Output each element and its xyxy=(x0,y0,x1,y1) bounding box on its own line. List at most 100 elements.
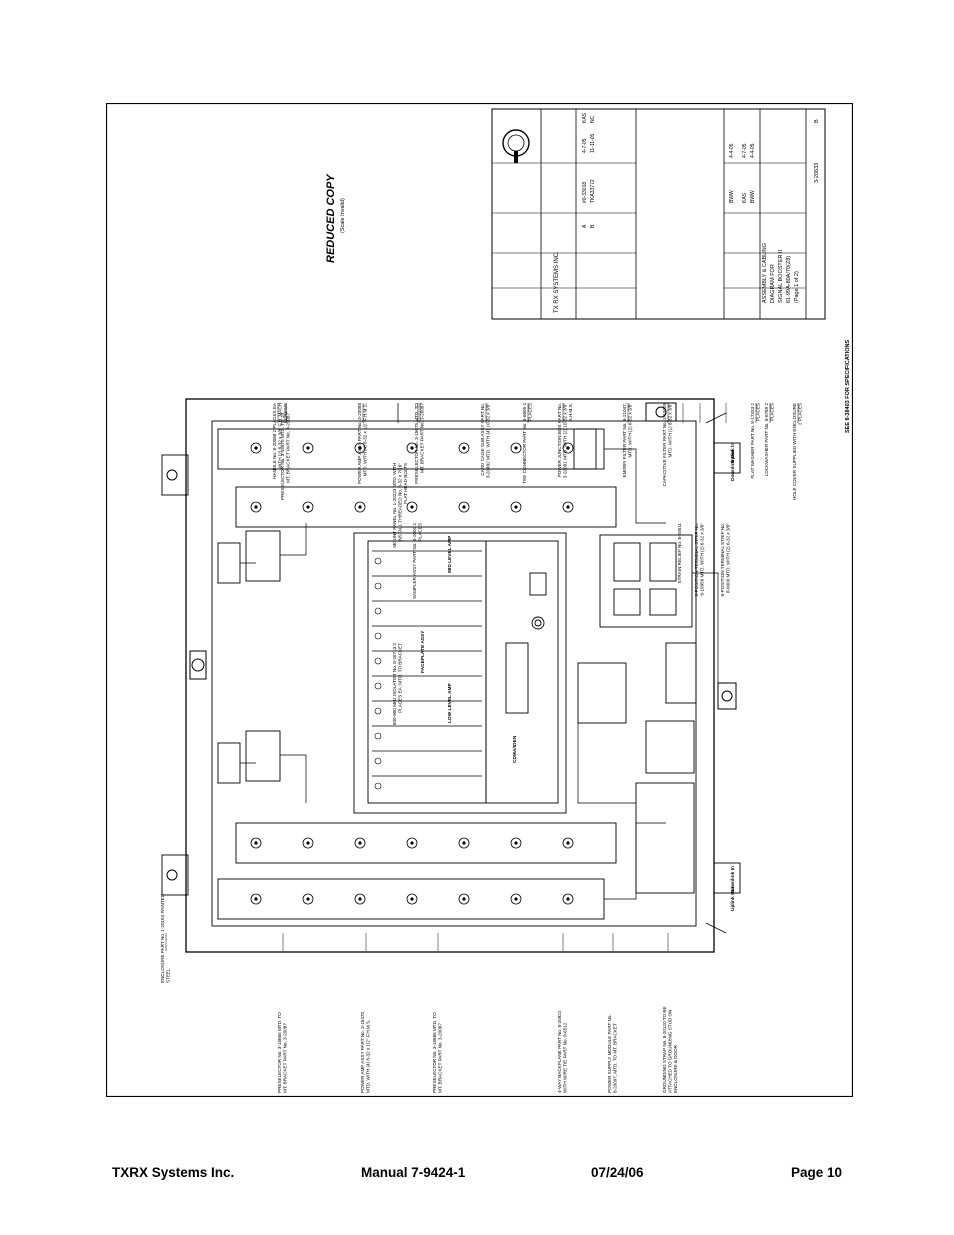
date-3: 4-4-05 xyxy=(750,143,756,158)
callout-text: MTD. WITH (1) 8-32 x 3/8" xyxy=(668,403,673,458)
callout-text: 8-POSITION TERMINAL STRIP No. xyxy=(720,523,725,596)
card-slot-screw xyxy=(374,607,382,615)
screw-head xyxy=(250,442,262,454)
screw-head xyxy=(510,893,522,905)
title-line-3: SIGNAL BOOSTER II xyxy=(778,250,784,303)
footer-manual-number: Manual 7-9424-1 xyxy=(361,1165,466,1180)
screw-center xyxy=(410,505,414,509)
title-line-2: DIAGRAM FOR xyxy=(770,264,776,303)
screw-head xyxy=(354,442,366,454)
callout-text: MT. BRACKET PART No. 3-20087 xyxy=(286,413,291,483)
revision-b-by: NC xyxy=(590,115,596,123)
screw-head xyxy=(354,501,366,513)
screw-center xyxy=(358,897,362,901)
screw-head xyxy=(562,837,574,849)
screw-center xyxy=(358,446,362,450)
screw-center xyxy=(514,505,518,509)
callout-text: ENCLOSURE & DOOR xyxy=(673,1044,678,1093)
title-line-5: (Page 1 of 2) xyxy=(794,271,800,303)
screw-head xyxy=(406,501,418,513)
callout-text: MOUNT PANEL No. 1-20223 MTD. WITH xyxy=(392,463,397,548)
screw-head xyxy=(562,501,574,513)
callout-text: 4-WAY BACKPLANE PART No. 8-20922 xyxy=(557,1010,562,1093)
callout-text: MTD. WITH (2) 6-32 x 3/8" xyxy=(628,403,633,458)
revision-a-date: 4-7-05 xyxy=(582,138,588,153)
checked-by: BWW xyxy=(750,190,756,203)
screw-center xyxy=(410,897,414,901)
callout-text: 3-20081 MTD. WITH (2) 10-32 x 3/8" xyxy=(563,403,568,479)
callout-text: FLAT WASHER PART No. 8-17433 2 xyxy=(750,403,755,479)
callout-text: PLACES xyxy=(770,403,775,421)
callout-text: PLACES xyxy=(528,403,533,421)
callout-text: 8-9000 MTD. WITH (2) 6-32 x 3/8" xyxy=(726,523,731,593)
card-slots xyxy=(372,550,482,790)
screw-head xyxy=(510,501,522,513)
callout-text: MT. BRACKET PART No. 3-20087 xyxy=(438,1023,443,1093)
screw-center xyxy=(566,897,570,901)
engineered-by: KAS xyxy=(742,192,748,203)
revision-b-rev: B xyxy=(590,224,596,228)
callout-text: ATTACHED TO GROUNDING STUD ON xyxy=(668,1010,673,1093)
screw-head xyxy=(302,837,314,849)
component-label: Downlink Out xyxy=(730,450,736,481)
date-1: 4-4-05 xyxy=(729,143,735,158)
component-label: FACEPLATE ASSY xyxy=(420,630,426,673)
callout-text: PRESELECTOR No. 3-15675 MTD. TO 10 xyxy=(280,413,285,501)
title-line-4: 61-99A-80A/70(Z8) xyxy=(786,256,792,303)
callout-text: 800-900 MHz ISOLATOR No. 8-20713 2 xyxy=(392,643,397,725)
screw-head xyxy=(250,501,262,513)
samplers-isolators xyxy=(217,530,281,784)
screw-head xyxy=(458,501,470,513)
title-line-1: ASSEMBLY & CABLING xyxy=(762,243,768,303)
callout-text: WITH (2) 8-32 x 3/8" F.H. MACH xyxy=(278,403,283,469)
designed-by: BWW xyxy=(729,190,735,203)
company-block-text: TX RX SYSTEMS INC. xyxy=(554,251,560,313)
schematic-drawing: TX RX SYSTEMS INC. ASSEMBLY & CABLING DI… xyxy=(106,103,853,1097)
screw-head xyxy=(302,442,314,454)
screw-head xyxy=(250,893,262,905)
callout-text: PLACES xyxy=(756,403,761,421)
callout-text: SCREWS xyxy=(283,403,288,423)
callout-text: MTD. WITH (4) 8-32 x 1/2" F.H.M.S. xyxy=(366,1020,371,1093)
screw-center xyxy=(254,841,258,845)
screw-head xyxy=(302,893,314,905)
screw-center xyxy=(462,446,466,450)
screw-head xyxy=(510,837,522,849)
screw-center xyxy=(254,505,258,509)
callout-text: MT. BRACKET PART No. 3-20087 xyxy=(283,1023,288,1093)
callout-text: HANDLE No. 8-20068 2 PLACES EA xyxy=(272,402,277,479)
page-footer: TXRX Systems Inc. Manual 7-9424-1 07/24/… xyxy=(112,1165,842,1185)
footer-date: 07/24/06 xyxy=(591,1165,644,1180)
callout-text: FLAT HEAD BOLTS xyxy=(403,463,408,504)
callout-text: POWER SUPPLY MODULE PART No. xyxy=(607,1014,612,1093)
callout-text: CAPACITIVE FILTER PART No. 3-10005 xyxy=(662,403,667,487)
screw-center xyxy=(358,841,362,845)
revision-a-rev: A xyxy=(582,224,588,228)
screw-head xyxy=(406,837,418,849)
screw-center xyxy=(306,505,310,509)
screw-head xyxy=(354,893,366,905)
callout-text: STEEL xyxy=(166,968,171,983)
enclosure xyxy=(161,398,741,953)
screw-center xyxy=(514,446,518,450)
callout-leaders xyxy=(165,403,799,951)
card-slot-screw xyxy=(374,757,382,765)
callout-text: HOLE COVER SUPPLIED WITH ENCLOSURE xyxy=(792,403,797,500)
mounting-screws xyxy=(250,442,574,905)
component-label: LOW LEVEL AMP xyxy=(447,682,453,723)
screw-head xyxy=(302,501,314,513)
screw-center xyxy=(410,841,414,845)
screw-head xyxy=(458,442,470,454)
callout-text: LOCKWASHER PART No. 8-6789 2 xyxy=(764,403,769,477)
card-slot-screw xyxy=(374,557,382,565)
revision-b-date: 11-11-05 xyxy=(590,134,596,153)
footer-page-number: Page 10 xyxy=(790,1165,842,1180)
callout-text: STRAIN RELIEF No. 8-20011 xyxy=(677,523,682,584)
cabling xyxy=(240,412,727,934)
callout-text: TEE CONNECTOR PART No. 8-6805 2 xyxy=(522,403,527,484)
screw-head xyxy=(562,893,574,905)
callout-text: PRESELECTOR No. 3-15675 MTD. TO xyxy=(414,403,419,484)
card-slot-screw xyxy=(374,582,382,590)
